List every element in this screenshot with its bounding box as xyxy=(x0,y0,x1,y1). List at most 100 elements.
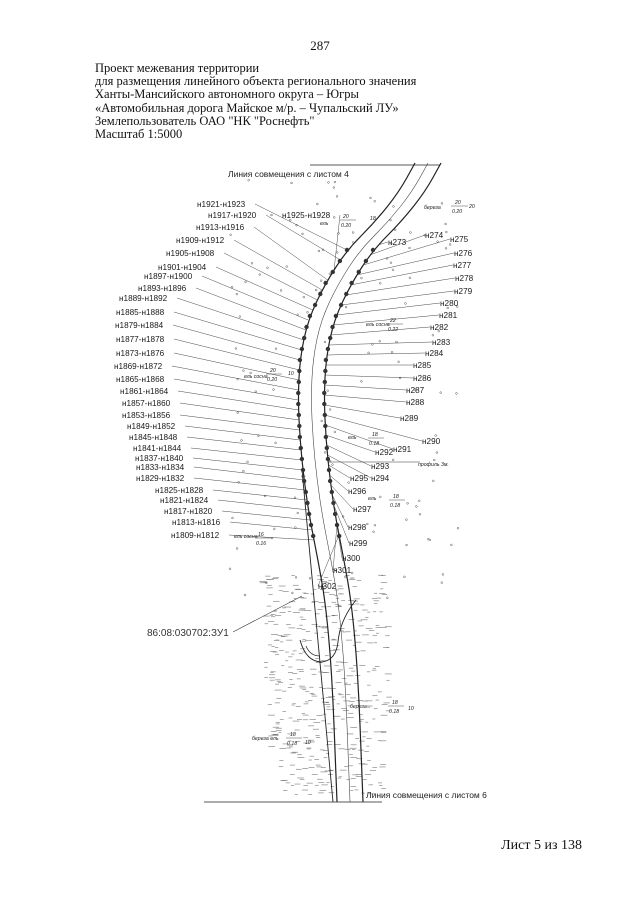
right-leader-line xyxy=(332,314,440,326)
left-leader-line xyxy=(221,510,311,521)
bottom-match-line-label: Линия совмещения с листом 6 xyxy=(366,790,487,800)
left-leader-line xyxy=(184,425,301,441)
forest-symbol xyxy=(398,376,402,380)
forest-symbol xyxy=(272,388,275,391)
forest-symbol xyxy=(336,251,339,254)
forest-symbol xyxy=(308,577,312,580)
forest-symbol xyxy=(440,202,444,205)
forest-symbol xyxy=(327,181,330,184)
forest-symbol xyxy=(432,479,435,483)
forest-symbol xyxy=(395,340,398,344)
svg-text:22: 22 xyxy=(389,318,396,324)
right-leader-line xyxy=(326,444,372,467)
right-point-label: н291 xyxy=(393,445,412,454)
forest-symbol xyxy=(228,567,232,570)
right-point-label: н288 xyxy=(406,398,425,407)
left-leader-line xyxy=(179,402,300,421)
left-point-label: н1879-н1884 xyxy=(115,321,164,330)
left-leader-line xyxy=(333,214,341,271)
right-point-label: н299 xyxy=(349,539,368,548)
svg-text:0.18: 0.18 xyxy=(369,441,379,447)
forest-symbol xyxy=(439,391,442,394)
forest-symbol xyxy=(234,347,238,350)
forest-symbol xyxy=(237,481,240,484)
forest-symbol xyxy=(418,499,421,502)
forest-symbol xyxy=(258,273,261,276)
top-match-line-label: Линия совмещения с листом 4 xyxy=(228,169,349,179)
forest-symbol xyxy=(334,568,337,571)
left-point-label: н1853-н1856 xyxy=(122,411,171,420)
left-leader-line xyxy=(215,266,313,311)
forest-symbol xyxy=(403,575,406,578)
forest-symbol xyxy=(389,219,392,222)
left-leader-line xyxy=(195,287,306,331)
forest-symbol xyxy=(418,513,422,516)
forest-symbol xyxy=(392,205,395,208)
forest-symbol xyxy=(230,286,234,289)
forest-symbol xyxy=(250,262,254,265)
boundary-vertex xyxy=(329,489,334,495)
right-leader-line xyxy=(328,341,433,346)
forest-symbol xyxy=(450,543,453,547)
forest-symbol xyxy=(366,522,369,526)
forest-symbol xyxy=(274,347,278,350)
forest-symbol xyxy=(445,230,448,234)
forest-symbol xyxy=(431,334,435,337)
right-leader-line xyxy=(327,454,372,479)
right-leader-line xyxy=(328,464,351,479)
right-leader-line xyxy=(336,302,441,316)
boundary-vertex xyxy=(322,390,327,396)
forest-symbol xyxy=(235,292,239,296)
right-point-label: н282 xyxy=(430,323,449,332)
left-leader-line xyxy=(173,378,299,401)
forest-symbol xyxy=(236,378,239,381)
svg-text:18: 18 xyxy=(290,732,296,738)
right-point-label: н279 xyxy=(454,287,473,296)
boundary-vertex xyxy=(322,379,327,385)
right-point-label: н286 xyxy=(413,374,432,383)
right-point-label: н293 xyxy=(371,462,390,471)
boundary-vertex xyxy=(296,379,301,385)
left-leader-line xyxy=(192,457,304,471)
forest-symbol xyxy=(249,371,252,375)
forest-symbol xyxy=(290,181,293,185)
right-point-label: н273 xyxy=(388,238,407,247)
right-leader-line xyxy=(325,424,394,450)
boundary-vertex xyxy=(323,434,329,440)
right-leader-line xyxy=(341,290,455,306)
svg-text:0.20: 0.20 xyxy=(452,209,462,215)
forest-symbol xyxy=(247,179,250,182)
right-leader-line xyxy=(333,504,350,544)
forest-symbol xyxy=(344,575,347,579)
left-point-label: н1921-н1923 xyxy=(197,200,246,209)
boundary-vertex xyxy=(337,258,343,264)
svg-text:20: 20 xyxy=(468,204,475,210)
forest-symbol xyxy=(405,543,408,547)
right-point-label: н298 xyxy=(348,523,367,532)
forest-symbol xyxy=(427,537,430,541)
forest-symbol xyxy=(344,306,348,309)
boundary-vertex xyxy=(324,445,329,451)
forest-symbol xyxy=(335,195,339,198)
boundary-vertex xyxy=(331,500,336,506)
road-layer xyxy=(296,162,442,803)
boundary-vertex xyxy=(301,478,307,484)
forest-symbol xyxy=(373,524,377,527)
boundary-vertex xyxy=(349,280,354,286)
right-point-label: н283 xyxy=(432,338,451,347)
right-point-label: н289 xyxy=(400,414,419,423)
boundary-vertex xyxy=(363,258,369,264)
right-leader-line xyxy=(363,238,451,266)
forest-symbol xyxy=(392,458,395,462)
boundary-vertex xyxy=(299,346,305,352)
forest-symbol xyxy=(266,266,269,269)
forest-symbol xyxy=(306,311,309,314)
boundary-vertex xyxy=(338,302,344,308)
boundary-vertex xyxy=(318,291,323,297)
forest-symbol xyxy=(279,289,283,292)
terrain-layer xyxy=(228,179,460,795)
right-point-label: н284 xyxy=(425,349,444,358)
boundary-vertex xyxy=(296,401,301,407)
title-block: Проект межевания территории для размещен… xyxy=(95,61,416,141)
svg-text:18: 18 xyxy=(392,700,398,706)
